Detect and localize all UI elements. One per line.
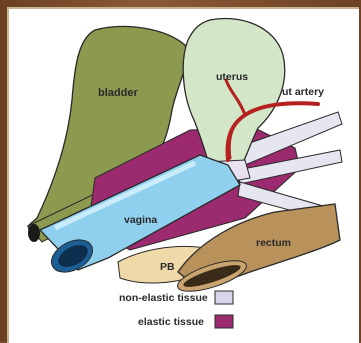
label-rectum: rectum	[256, 237, 291, 249]
legend-label-non-elastic: non-elastic tissue	[119, 292, 208, 304]
legend-swatch-elastic	[215, 315, 233, 328]
label-ut-artery: ut artery	[282, 86, 324, 98]
label-vagina: vagina	[124, 214, 157, 226]
legend: non-elastic tissue elastic tissue	[119, 291, 233, 328]
legend-swatch-non-elastic	[215, 291, 233, 304]
label-pb: PB	[160, 261, 175, 273]
label-uterus: uterus	[216, 71, 248, 83]
legend-label-elastic: elastic tissue	[138, 316, 204, 328]
label-bladder: bladder	[98, 87, 138, 99]
bladder-opening	[28, 224, 40, 242]
